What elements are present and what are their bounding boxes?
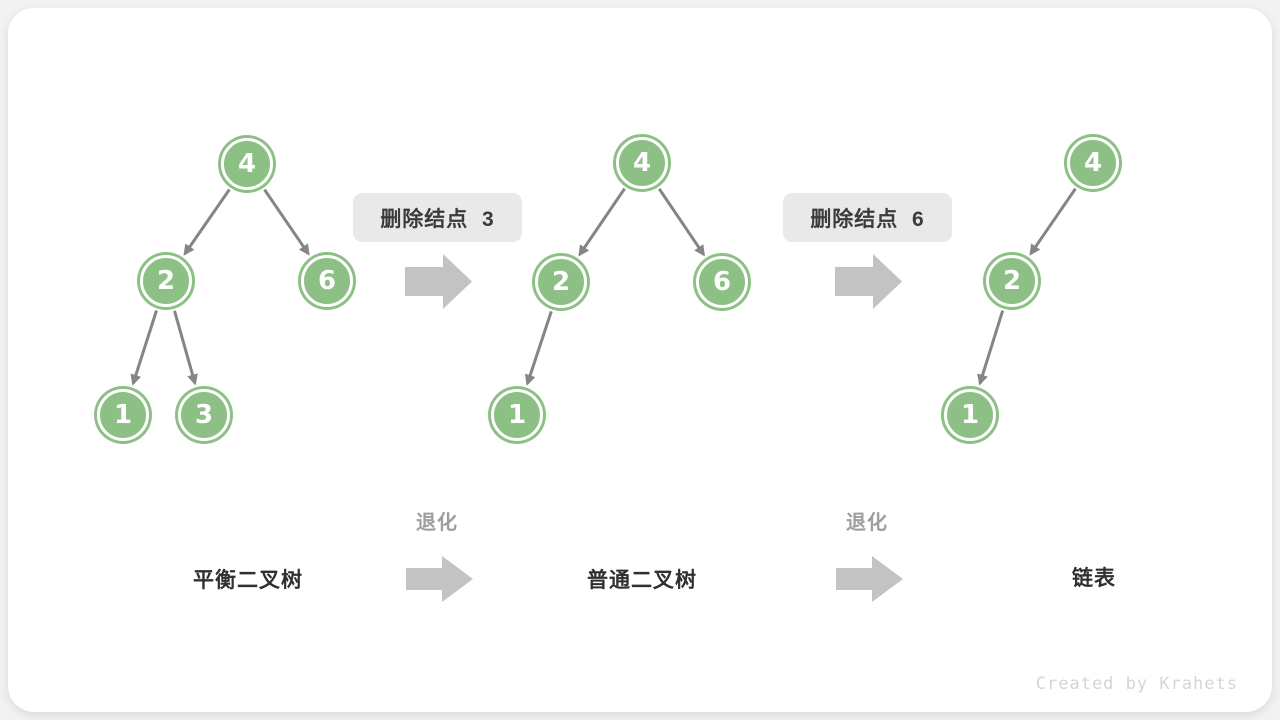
badge-delete-node-3: 删除结点 3 <box>353 193 522 242</box>
tree1-node-2: 2 <box>140 255 192 307</box>
tree2-node-6: 6 <box>696 256 748 308</box>
tree1-node-4: 4 <box>221 138 273 190</box>
tree1-node-6: 6 <box>301 255 353 307</box>
caption-ordinary-binary-tree: 普通二叉树 <box>587 569 697 592</box>
tree3-edge-2-1 <box>977 310 1005 386</box>
caption-balanced-binary-tree: 平衡二叉树 <box>193 569 303 592</box>
caption-linked-list: 链表 <box>1072 567 1116 590</box>
tree2-edge-2-1 <box>524 310 553 386</box>
badge-delete-node-6: 删除结点 6 <box>783 193 952 242</box>
degrade-label-1: 退化 <box>416 512 458 534</box>
tree2-edge-4-2 <box>578 187 626 257</box>
degrade-arrow-2 <box>836 556 903 602</box>
tree1-edge-2-1 <box>130 310 158 386</box>
tree2-edge-4-6 <box>657 187 705 257</box>
delete-transition-arrow-1 <box>405 254 472 309</box>
watermark-credit: Created by Krahets <box>1035 674 1238 694</box>
tree1-node-3: 3 <box>178 389 230 441</box>
tree1-edge-4-2 <box>183 188 231 256</box>
tree1-edge-2-3 <box>173 310 198 386</box>
tree1-node-1: 1 <box>97 389 149 441</box>
degrade-label-2: 退化 <box>846 512 888 534</box>
diagram-card <box>8 8 1272 712</box>
delete-transition-arrow-2 <box>835 254 902 309</box>
tree2-node-2: 2 <box>535 256 587 308</box>
tree3-node-1: 1 <box>944 389 996 441</box>
tree3-edge-4-2 <box>1029 187 1077 256</box>
degrade-arrow-1 <box>406 556 473 602</box>
tree1-edge-4-6 <box>263 188 310 256</box>
tree2-node-1: 1 <box>491 389 543 441</box>
tree3-node-4: 4 <box>1067 137 1119 189</box>
tree2-node-4: 4 <box>616 137 668 189</box>
tree3-node-2: 2 <box>986 255 1038 307</box>
